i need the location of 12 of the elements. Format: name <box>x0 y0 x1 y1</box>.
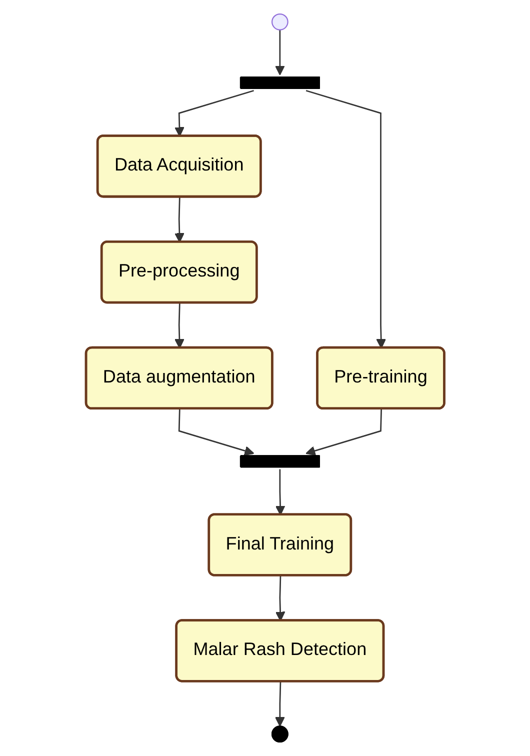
arrow <box>275 576 286 622</box>
activity-diagram: Data Acquisition Pre-processing Data augmentation Pre-training Final Training Malar Rash Detection <box>76 5 454 751</box>
arrow <box>274 682 285 727</box>
arrow <box>274 30 285 76</box>
arrow <box>174 197 184 243</box>
arrow <box>178 408 254 456</box>
arrow <box>174 90 254 137</box>
node-circle <box>271 13 288 30</box>
arrow <box>174 303 184 349</box>
arrow <box>305 408 382 456</box>
arrow <box>275 469 286 516</box>
arrow <box>306 90 386 349</box>
